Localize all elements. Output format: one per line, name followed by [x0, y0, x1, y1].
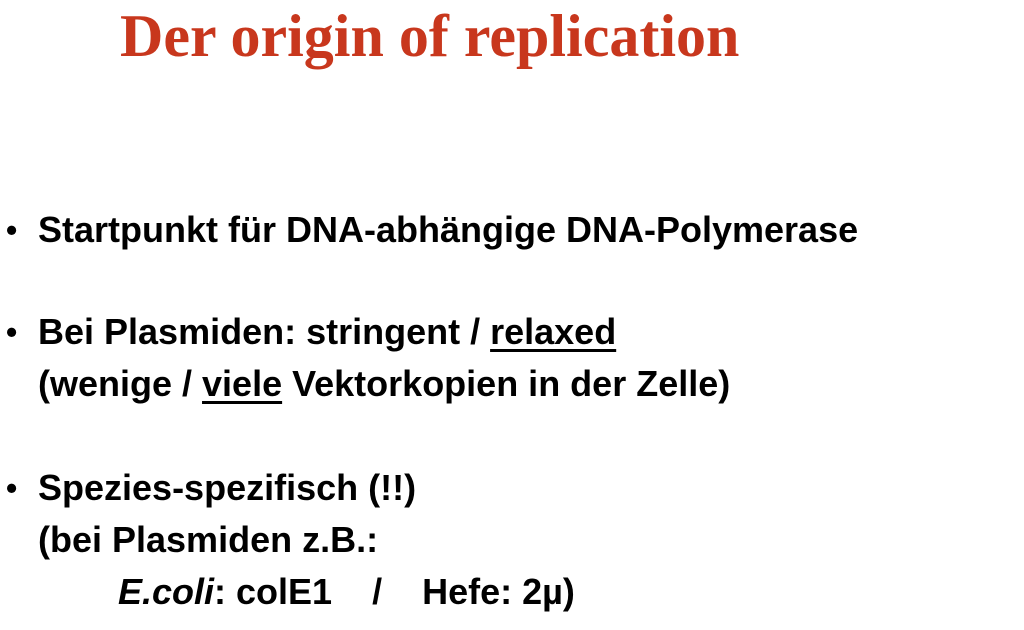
- bullet-3-line-3: E.coli: colE1 / Hefe: 2µ): [118, 566, 575, 618]
- bullet-3-line-1: Spezies-spezifisch (!!): [38, 462, 416, 514]
- bullet-dot: •: [6, 212, 18, 248]
- bullet-2-line-1: Bei Plasmiden: stringent / relaxed: [38, 306, 616, 358]
- bullet-3-cole1: : colE1: [214, 571, 333, 612]
- bullet-3-separator: /: [372, 571, 383, 612]
- bullet-2-line-1-prefix: Bei Plasmiden: stringent /: [38, 311, 491, 352]
- bullet-2-underlined-viele: viele: [202, 363, 283, 404]
- bullet-dot: •: [6, 314, 18, 350]
- bullet-3-hefe: Hefe: 2µ): [422, 571, 575, 612]
- bullet-3-line-2-text: (bei Plasmiden z.B.:: [38, 519, 379, 560]
- bullet-3-ecoli: E.coli: [118, 571, 215, 612]
- bullet-1-line-1: Startpunkt für DNA-abhängige DNA-Polymer…: [38, 204, 858, 256]
- bullet-2-line-2: (wenige / viele Vektorkopien in der Zell…: [38, 358, 730, 410]
- bullet-1-text: Startpunkt für DNA-abhängige DNA-Polymer…: [38, 209, 859, 250]
- bullet-3-line-1-text: Spezies-spezifisch (!!): [38, 467, 417, 508]
- bullet-2-line-2-prefix: (wenige /: [38, 363, 203, 404]
- bullet-2-line-2-suffix: Vektorkopien in der Zelle): [282, 363, 731, 404]
- bullet-3-line-2: (bei Plasmiden z.B.:: [38, 514, 378, 566]
- bullet-dot: •: [6, 470, 18, 506]
- bullet-2-underlined-relaxed: relaxed: [490, 311, 617, 352]
- slide-title: Der origin of replication: [120, 3, 740, 69]
